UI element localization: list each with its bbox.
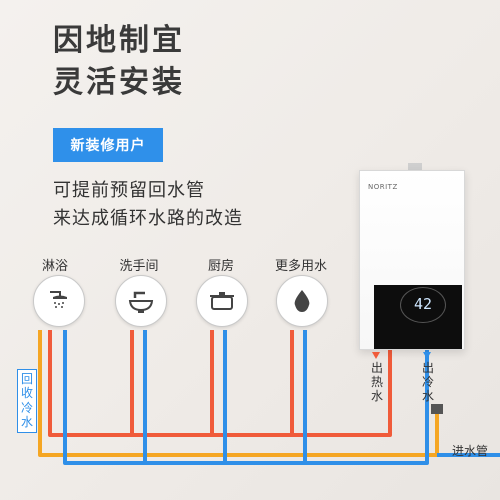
- heater-control-panel: 42: [374, 285, 462, 349]
- headline-line-1: 因地制宜: [53, 23, 185, 58]
- inlet-valve: [431, 404, 443, 414]
- description-line-1: 可提前预留回水管: [53, 180, 205, 201]
- fixture-label-shower: 淋浴: [41, 259, 68, 274]
- heater-flue: [408, 163, 422, 171]
- headline-line-2: 灵活安装: [53, 65, 185, 100]
- water-heater: NORITZ 42: [359, 170, 465, 350]
- new-renovation-badge: 新装修用户: [53, 128, 163, 162]
- fixture-label-restroom: 洗手间: [119, 259, 159, 274]
- return-water-label: 回收冷水: [17, 369, 37, 433]
- inlet-pipe-label: 进水管: [452, 444, 489, 458]
- hot-out-arrow-icon: [372, 352, 380, 359]
- faucet-icon: [115, 275, 167, 327]
- hot-water-out-label: 出热水: [370, 361, 383, 403]
- fixture-label-more: 更多用水: [274, 259, 327, 274]
- pot-icon: [196, 275, 248, 327]
- description-line-2: 来达成循环水路的改造: [53, 208, 243, 229]
- cold-water-pipe: [63, 330, 429, 465]
- fixture-label-kitchen: 厨房: [207, 259, 234, 274]
- hot-water-pipe: [48, 330, 392, 437]
- shower-icon: [33, 275, 85, 327]
- heater-brand: NORITZ: [368, 183, 398, 191]
- cold-out-arrow-icon: [423, 352, 431, 359]
- heater-dial: [400, 287, 446, 323]
- water-drop-icon: [276, 275, 328, 327]
- cold-water-out-label: 出冷水: [421, 361, 434, 403]
- return-pipe: [38, 330, 439, 457]
- heater-temperature-display: 42: [413, 295, 433, 313]
